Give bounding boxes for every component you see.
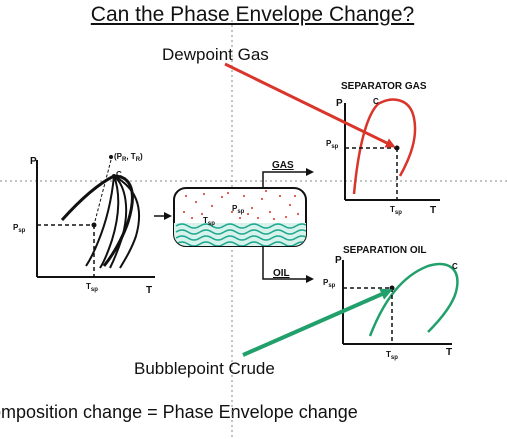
left-critical-point bbox=[112, 174, 116, 178]
oil-psp-label: Psp bbox=[323, 278, 336, 289]
left-path-line bbox=[93, 159, 112, 226]
left-tsp-label: Tsp bbox=[86, 282, 98, 293]
bubblepoint-crude-label: Bubblepoint Crude bbox=[134, 359, 275, 378]
tank-psp-label: Psp bbox=[232, 204, 245, 215]
oil-tsp-label: Tsp bbox=[386, 350, 398, 361]
oil-outlet-arrow bbox=[262, 246, 314, 283]
bubblepoint-crude-arrow bbox=[242, 288, 393, 357]
left-envelope-curve bbox=[60, 174, 134, 267]
reservoir-point bbox=[109, 155, 113, 159]
gas-envelope-curve bbox=[352, 98, 417, 195]
left-psp-label: Psp bbox=[13, 223, 26, 234]
left-quality-line bbox=[85, 175, 115, 267]
oil-p-axis-label: P bbox=[335, 255, 342, 266]
oil-diagram-title: SEPARATION OIL bbox=[343, 245, 427, 256]
gas-critical-label: C bbox=[373, 97, 379, 106]
tank-contents bbox=[174, 189, 306, 246]
oil-waves bbox=[175, 223, 306, 246]
separator-gas-diagram: SEPARATOR GAS P T C Psp Tsp bbox=[326, 81, 440, 216]
left-quality-line bbox=[109, 175, 128, 269]
oil-t-axis-label: T bbox=[446, 347, 452, 358]
gas-dots bbox=[182, 189, 300, 221]
left-t-axis-label: T bbox=[146, 285, 152, 296]
gas-outlet-arrow bbox=[262, 168, 314, 188]
left-quality-line bbox=[99, 175, 120, 269]
separator-tank: Psp Tsp bbox=[173, 187, 307, 247]
gas-psp-label: Psp bbox=[326, 139, 339, 150]
reservoir-point-label: (PR, TR) bbox=[114, 152, 143, 163]
left-p-axis-label: P bbox=[30, 156, 37, 167]
gas-t-axis-label: T bbox=[430, 205, 436, 216]
dewpoint-gas-label: Dewpoint Gas bbox=[162, 45, 269, 64]
page-title: Can the Phase Envelope Change? bbox=[90, 3, 415, 26]
gas-outlet-label: GAS bbox=[272, 160, 294, 171]
left-critical-label: C bbox=[116, 170, 122, 179]
oil-outlet-label: OIL bbox=[273, 268, 290, 279]
left-phase-diagram: P T C (PR, TR) Psp Tsp bbox=[13, 152, 155, 296]
left-separator-point bbox=[91, 222, 97, 228]
oil-separator-point bbox=[389, 285, 395, 291]
oil-critical-label: C bbox=[452, 262, 458, 271]
oil-envelope-curve bbox=[368, 262, 459, 337]
gas-tsp-label: Tsp bbox=[390, 205, 402, 216]
gas-diagram-title: SEPARATOR GAS bbox=[341, 81, 427, 92]
left-quality-line bbox=[113, 175, 140, 269]
gas-separator-point bbox=[394, 145, 400, 151]
separation-oil-diagram: SEPARATION OIL P T C Psp Tsp bbox=[323, 245, 459, 361]
tank-tsp-label: Tsp bbox=[203, 216, 215, 227]
bottom-caption: omposition change = Phase Envelope chang… bbox=[0, 402, 358, 422]
gas-p-axis-label: P bbox=[336, 98, 343, 109]
dewpoint-gas-arrow bbox=[224, 62, 396, 148]
